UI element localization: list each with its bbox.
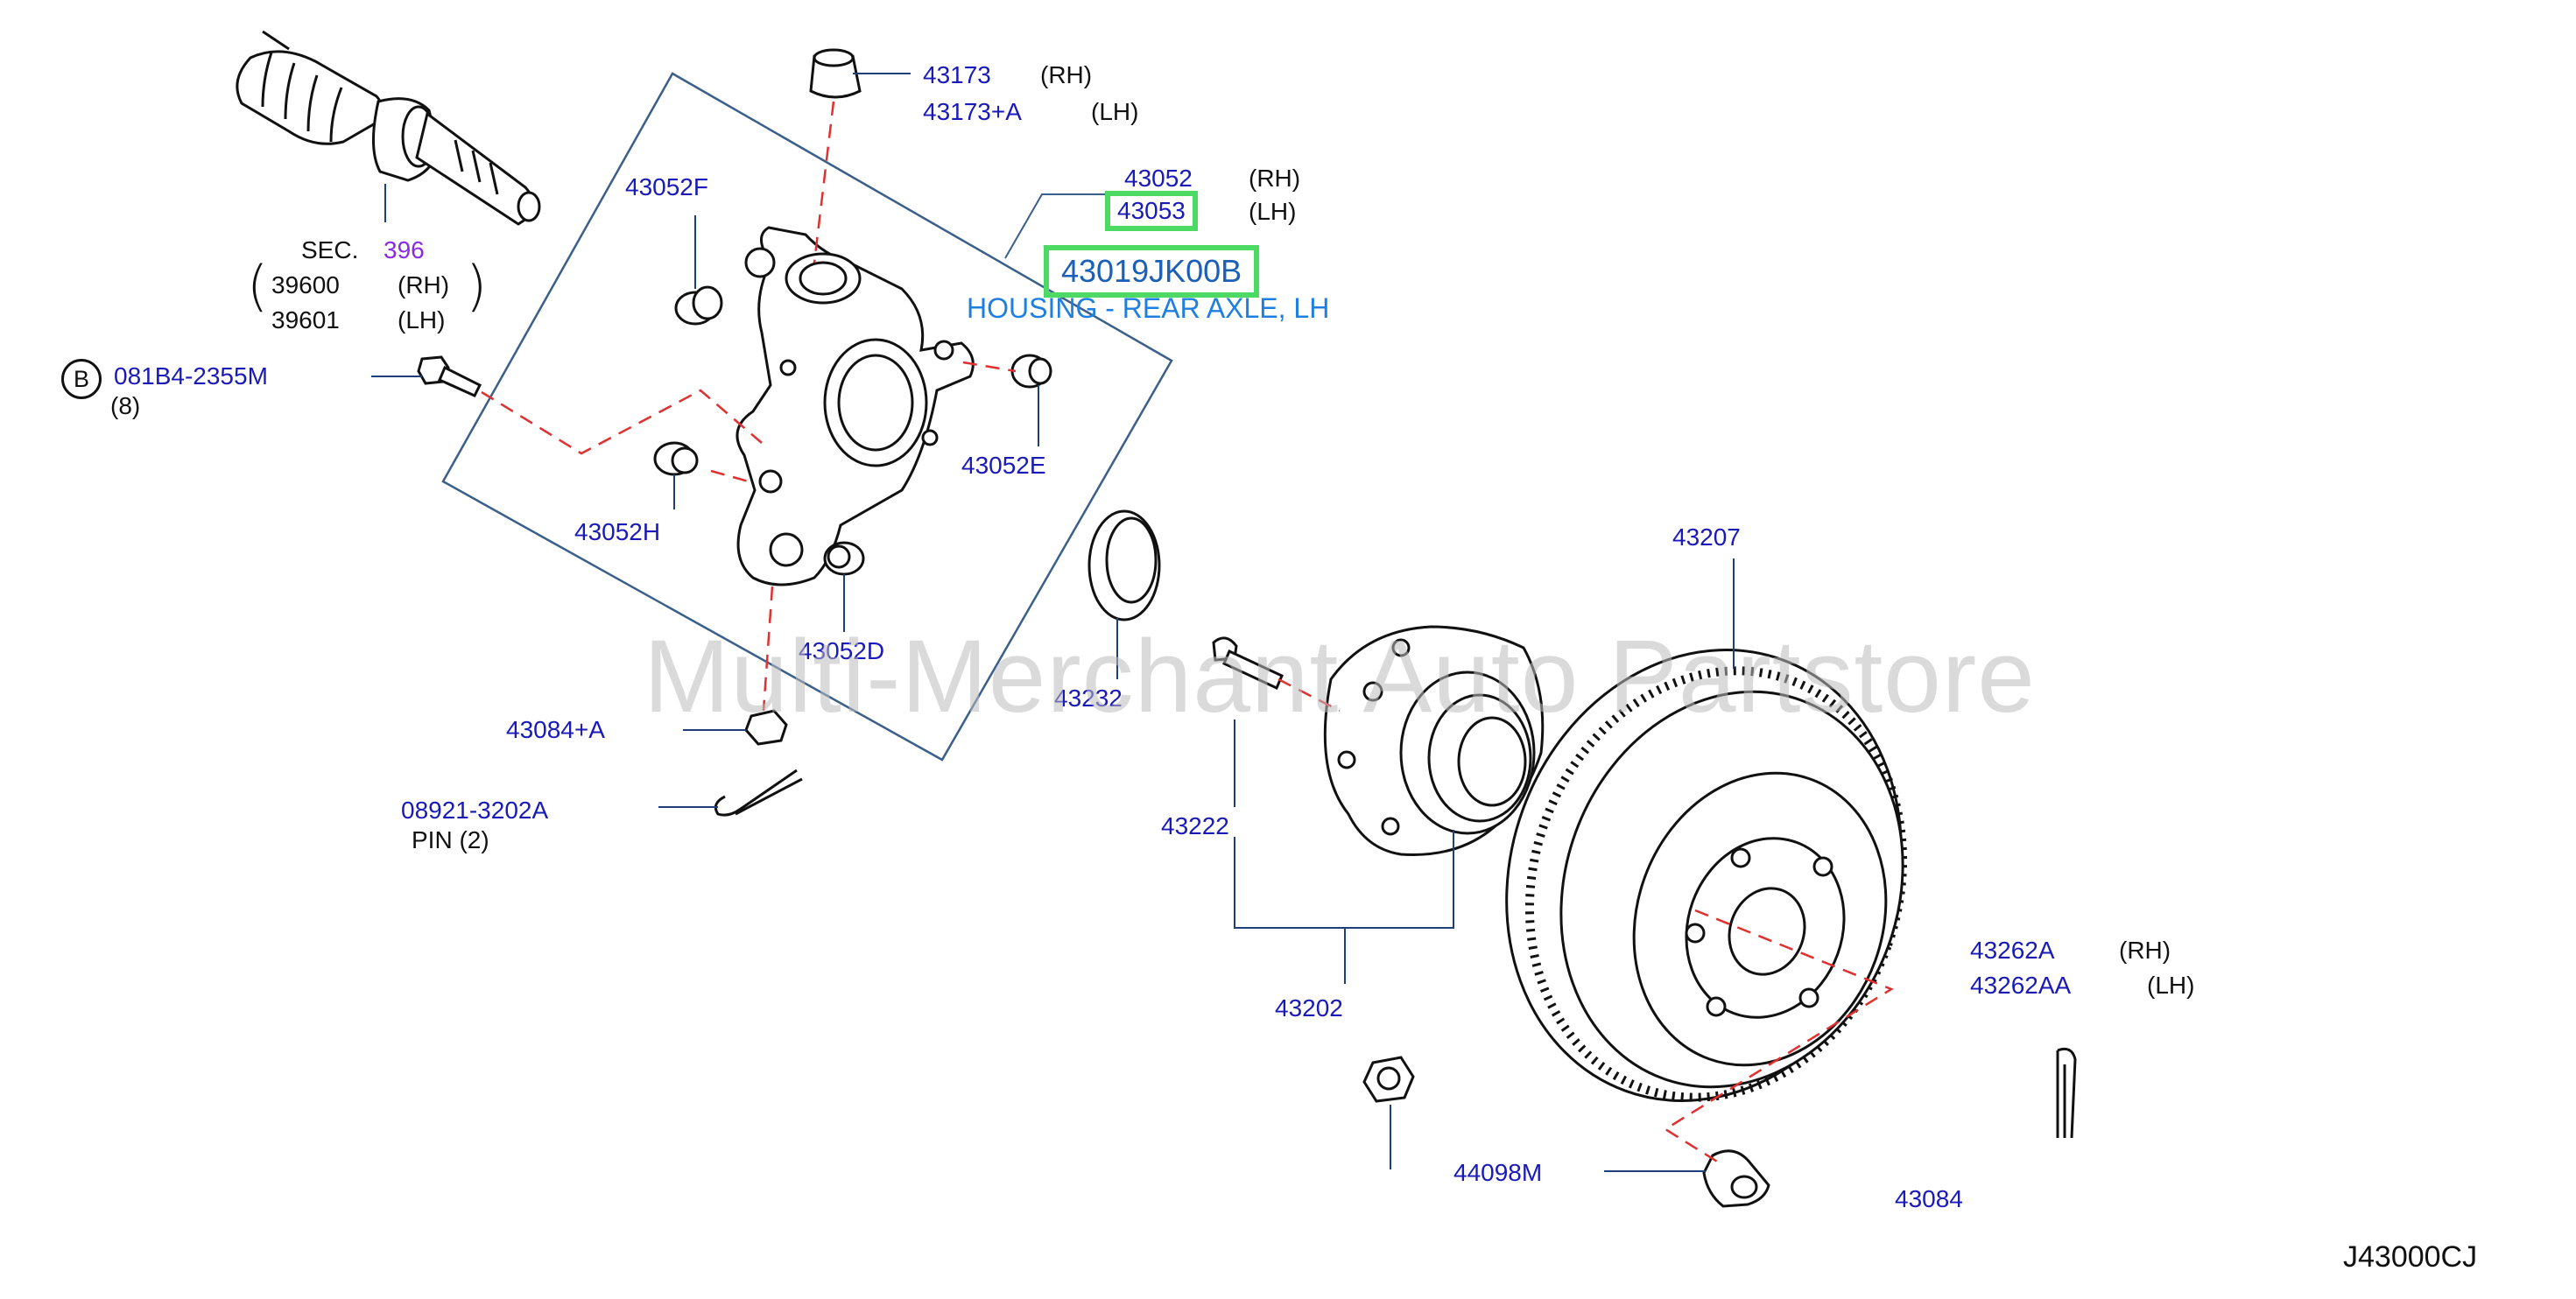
callout-39601[interactable]: 39601: [271, 306, 340, 334]
callout-43222[interactable]: 43222: [1161, 812, 1229, 839]
frame-leader: [1004, 193, 1105, 259]
callout-08921-3202a[interactable]: 08921-3202A: [401, 797, 549, 824]
drive-shaft-drawing: [236, 30, 541, 226]
callout-43202[interactable]: 43202: [1275, 994, 1343, 1022]
knuckle-assembly-frame: [441, 72, 1173, 762]
leader-lines: [371, 73, 1735, 1172]
callout-43052h[interactable]: 43052H: [574, 518, 661, 545]
highlighted-part-number[interactable]: 43019JK00B: [1044, 245, 1260, 298]
side-rh: (RH): [398, 271, 450, 298]
callout-43173a[interactable]: 43173+A: [923, 98, 1022, 125]
side-rh: (RH): [1249, 165, 1301, 192]
callout-43232[interactable]: 43232: [1054, 685, 1123, 712]
callout-43262a[interactable]: 43262A: [1970, 937, 2055, 964]
section-label: SEC.: [301, 236, 359, 263]
part-description: HOUSING - REAR AXLE, LH: [967, 292, 1330, 324]
bushing-parts-drawing: [417, 48, 2077, 1208]
bracket-right: ): [466, 254, 488, 318]
callout-43052e[interactable]: 43052E: [961, 452, 1046, 479]
hub-assembly-drawing: [1323, 625, 1545, 856]
callout-43084a[interactable]: 43084+A: [506, 716, 605, 743]
callout-081b4-2355m[interactable]: 081B4-2355M: [114, 362, 268, 390]
side-lh: (LH): [2147, 972, 2195, 999]
callout-39600[interactable]: 39600: [271, 271, 340, 298]
brake-disc-drawing: [1505, 649, 1908, 1102]
bolt-quantity: (8): [110, 392, 141, 419]
callout-43053-highlighted[interactable]: 43053: [1105, 191, 1198, 231]
callout-43207[interactable]: 43207: [1672, 523, 1741, 551]
section-396-link[interactable]: 396: [384, 236, 425, 263]
callout-43262aa[interactable]: 43262AA: [1970, 972, 2072, 999]
callout-43052f[interactable]: 43052F: [625, 173, 708, 200]
callout-43052[interactable]: 43052: [1124, 165, 1193, 192]
side-rh: (RH): [2119, 937, 2171, 964]
knuckle-housing-drawing: [735, 226, 975, 586]
callout-43052d[interactable]: 43052D: [799, 637, 885, 664]
assembly-lines: [481, 101, 1894, 1166]
callout-43084[interactable]: 43084: [1895, 1185, 1963, 1212]
bolt-marker-circle: B: [61, 359, 102, 399]
watermark: Multi-Merchant Auto Partstore: [644, 619, 2036, 734]
diagram-code: J43000CJ: [2343, 1240, 2478, 1274]
callout-44098m[interactable]: 44098M: [1453, 1159, 1543, 1186]
side-lh: (LH): [1091, 98, 1139, 125]
side-lh: (LH): [398, 306, 446, 334]
bracket-left: (: [247, 254, 269, 318]
pin-label: PIN (2): [412, 826, 489, 853]
side-rh: (RH): [1040, 61, 1093, 88]
callout-43173[interactable]: 43173: [923, 61, 991, 88]
side-lh: (LH): [1249, 198, 1297, 225]
